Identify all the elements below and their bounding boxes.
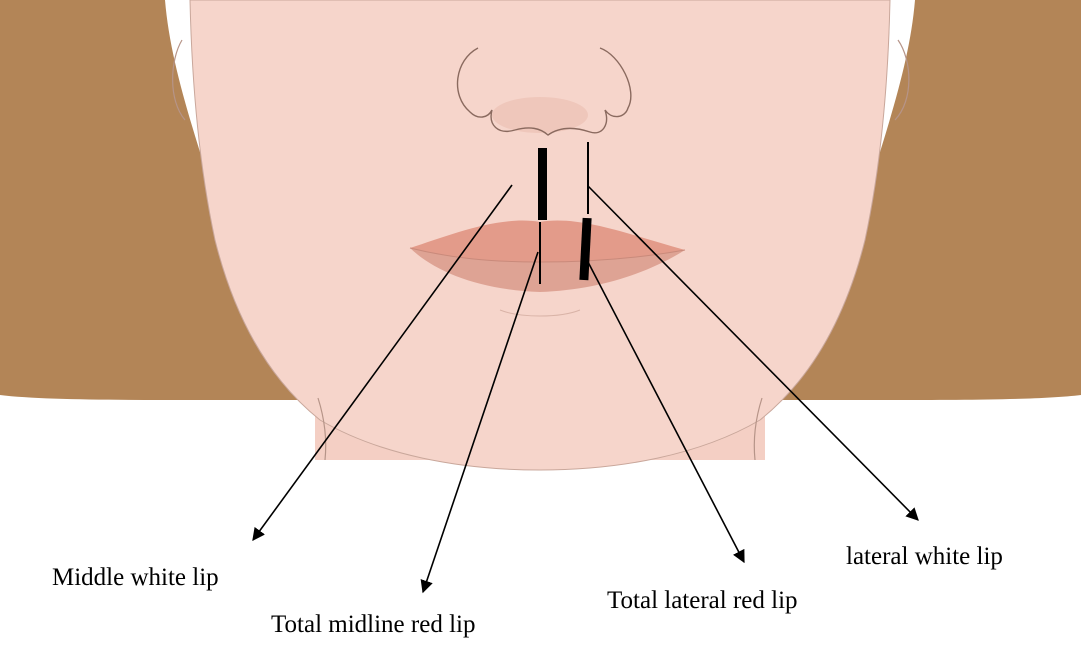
label-total-midline-red-lip: Total midline red lip: [271, 612, 475, 637]
middle-white-lip-bar: [538, 148, 547, 220]
label-total-lateral-red-lip: Total lateral red lip: [607, 588, 798, 613]
label-middle-white-lip: Middle white lip: [52, 565, 219, 590]
label-lateral-white-lip: lateral white lip: [846, 544, 1003, 569]
